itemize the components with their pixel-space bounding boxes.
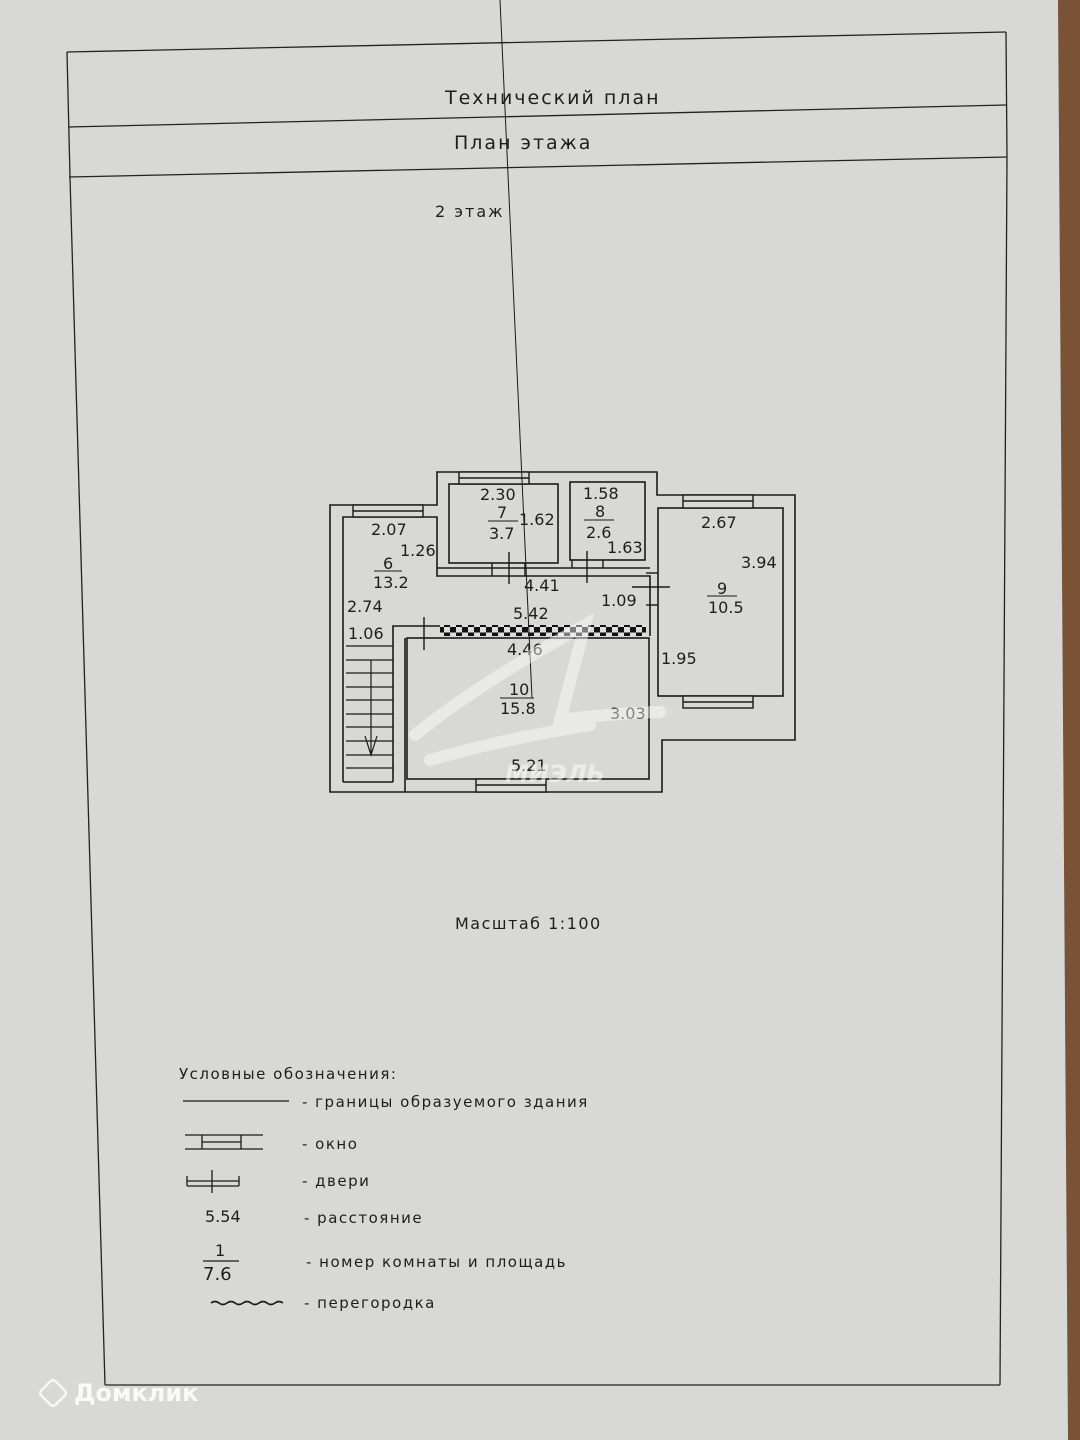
staircase [346,645,393,769]
dimension: 2.74 [347,597,383,616]
room-6-number: 6 [383,554,393,573]
legend-room-sample-number: 1 [215,1241,225,1260]
windows [352,471,754,793]
room-6-area: 13.2 [373,573,409,592]
room-10-number: 10 [509,680,529,699]
room-10-area: 15.8 [500,699,536,718]
legend-title: Условные обозначения: [179,1065,397,1083]
dimension: 5.21 [511,756,547,775]
legend-room-sample-area: 7.6 [203,1264,232,1285]
site-watermark-text: Домклик [74,1379,199,1407]
legend-item-boundary: - границы образуемого здания [302,1093,589,1111]
legend-item-window: - окно [302,1135,358,1153]
room-8-number: 8 [595,502,605,521]
site-watermark: Домклик [37,1377,199,1409]
agency-logo-watermark [409,612,666,766]
doors [423,551,670,650]
legend-window-symbol [185,1134,263,1150]
room-labels [374,0,737,699]
dimension: 3.03 [610,704,646,723]
dimension: 2.67 [701,513,737,532]
room-7-number: 7 [497,503,507,522]
dimension: 1.95 [661,649,697,668]
agency-watermark-text: МИЭЛЬ [505,760,605,788]
dimension: 1.26 [400,541,436,560]
dimension: 1.58 [583,484,619,503]
legend-item-partition: - перегородка [304,1294,436,1312]
dimension: 1.62 [519,510,555,529]
room-7-area: 3.7 [489,524,514,543]
dimension: 2.30 [480,485,516,504]
legend-item-distance: - расстояние [304,1209,423,1227]
dimension: 5.42 [513,604,549,623]
dimension: 4.41 [524,576,560,595]
legend-item-door: - двери [302,1172,370,1190]
dimension: 2.07 [371,520,407,539]
dimension: 3.94 [741,553,777,572]
legend-partition-symbol [210,1300,284,1306]
room-9-area: 10.5 [708,598,744,617]
scale-label: Масштаб 1:100 [455,914,602,933]
legend-door-symbol [186,1170,240,1193]
legend-distance-sample: 5.54 [205,1207,241,1226]
room-8-area: 2.6 [586,523,611,542]
document-subtitle: План этажа [454,132,592,154]
dimension: 1.06 [348,624,384,643]
title-frame [66,31,1008,1386]
home-icon [37,1377,69,1409]
plan-walls [329,471,796,793]
room-9-number: 9 [717,579,727,598]
partition-wall [440,625,646,636]
dimension: 1.63 [607,538,643,557]
dimension: 1.09 [601,591,637,610]
floor-label: 2 этаж [435,202,505,221]
dimension: 4.46 [507,640,543,659]
document-title: Технический план [444,87,661,109]
legend-item-room: - номер комнаты и площадь [306,1253,567,1271]
